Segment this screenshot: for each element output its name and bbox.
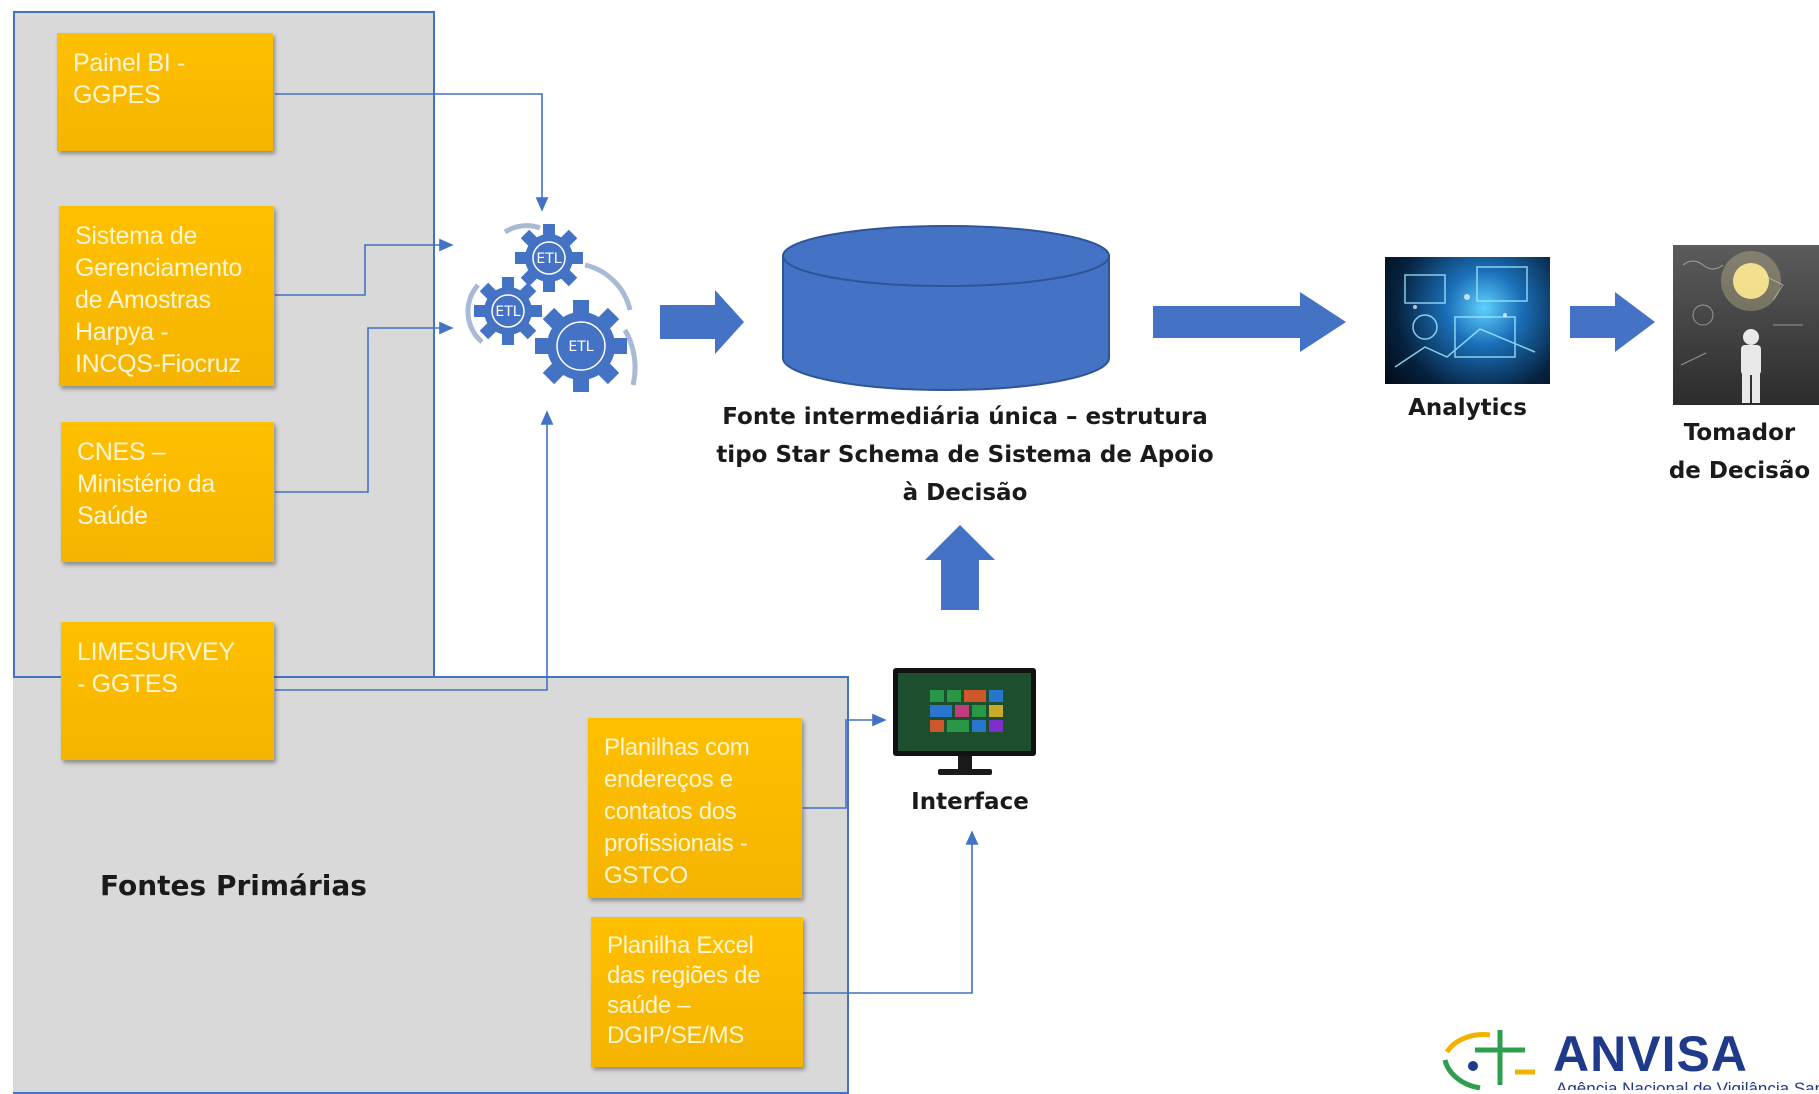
decision-maker-image (1673, 245, 1819, 405)
analytics-image (1385, 257, 1550, 384)
arrow-db-to-analytics (1153, 292, 1346, 352)
connector-planilha-excel (803, 830, 979, 994)
connector-harpya (275, 238, 454, 296)
flow-arrows (660, 290, 1655, 610)
connector-cnes (275, 321, 454, 493)
interface-label: Interface (911, 789, 1029, 815)
primary-sources-label: Fontes Primárias (100, 869, 367, 902)
source-painel-bi: Painel BI - GGPES (57, 33, 273, 151)
source-cnes: CNES – Ministério da Saúde (61, 422, 274, 562)
analytics-art (1394, 266, 1536, 368)
connector-planilhas (803, 713, 887, 809)
arrow-interface-to-db (925, 525, 995, 610)
decision-maker-art (1680, 251, 1803, 403)
source-planilha-excel: Planilha Excel das regiões de saúde – DG… (591, 917, 803, 1067)
source-connectors (275, 93, 979, 994)
intermediate-source-label: Fonte intermediária única – estrutura ti… (716, 404, 1214, 506)
source-limesurvey: LIMESURVEY - GGTES (61, 622, 274, 760)
connector-limesurvey (275, 410, 554, 691)
decision-maker-label: Tomador de Decisão (1668, 420, 1811, 484)
source-planilhas-enderecos: Planilhas com endereços e contatos dos p… (588, 718, 802, 898)
anvisa-brand-name: ANVISA (1553, 1026, 1748, 1082)
analytics-label: Analytics (1408, 395, 1527, 421)
arrow-etl-to-db (660, 290, 744, 354)
source-harpya: Sistema de Gerenciamento de Amostras Har… (59, 206, 274, 386)
connector-painel-bi (275, 93, 549, 212)
anvisa-brand-subtitle: Agência Nacional de Vigilância Sanitária (1556, 1079, 1819, 1090)
arrow-analytics-to-decision (1570, 292, 1655, 352)
